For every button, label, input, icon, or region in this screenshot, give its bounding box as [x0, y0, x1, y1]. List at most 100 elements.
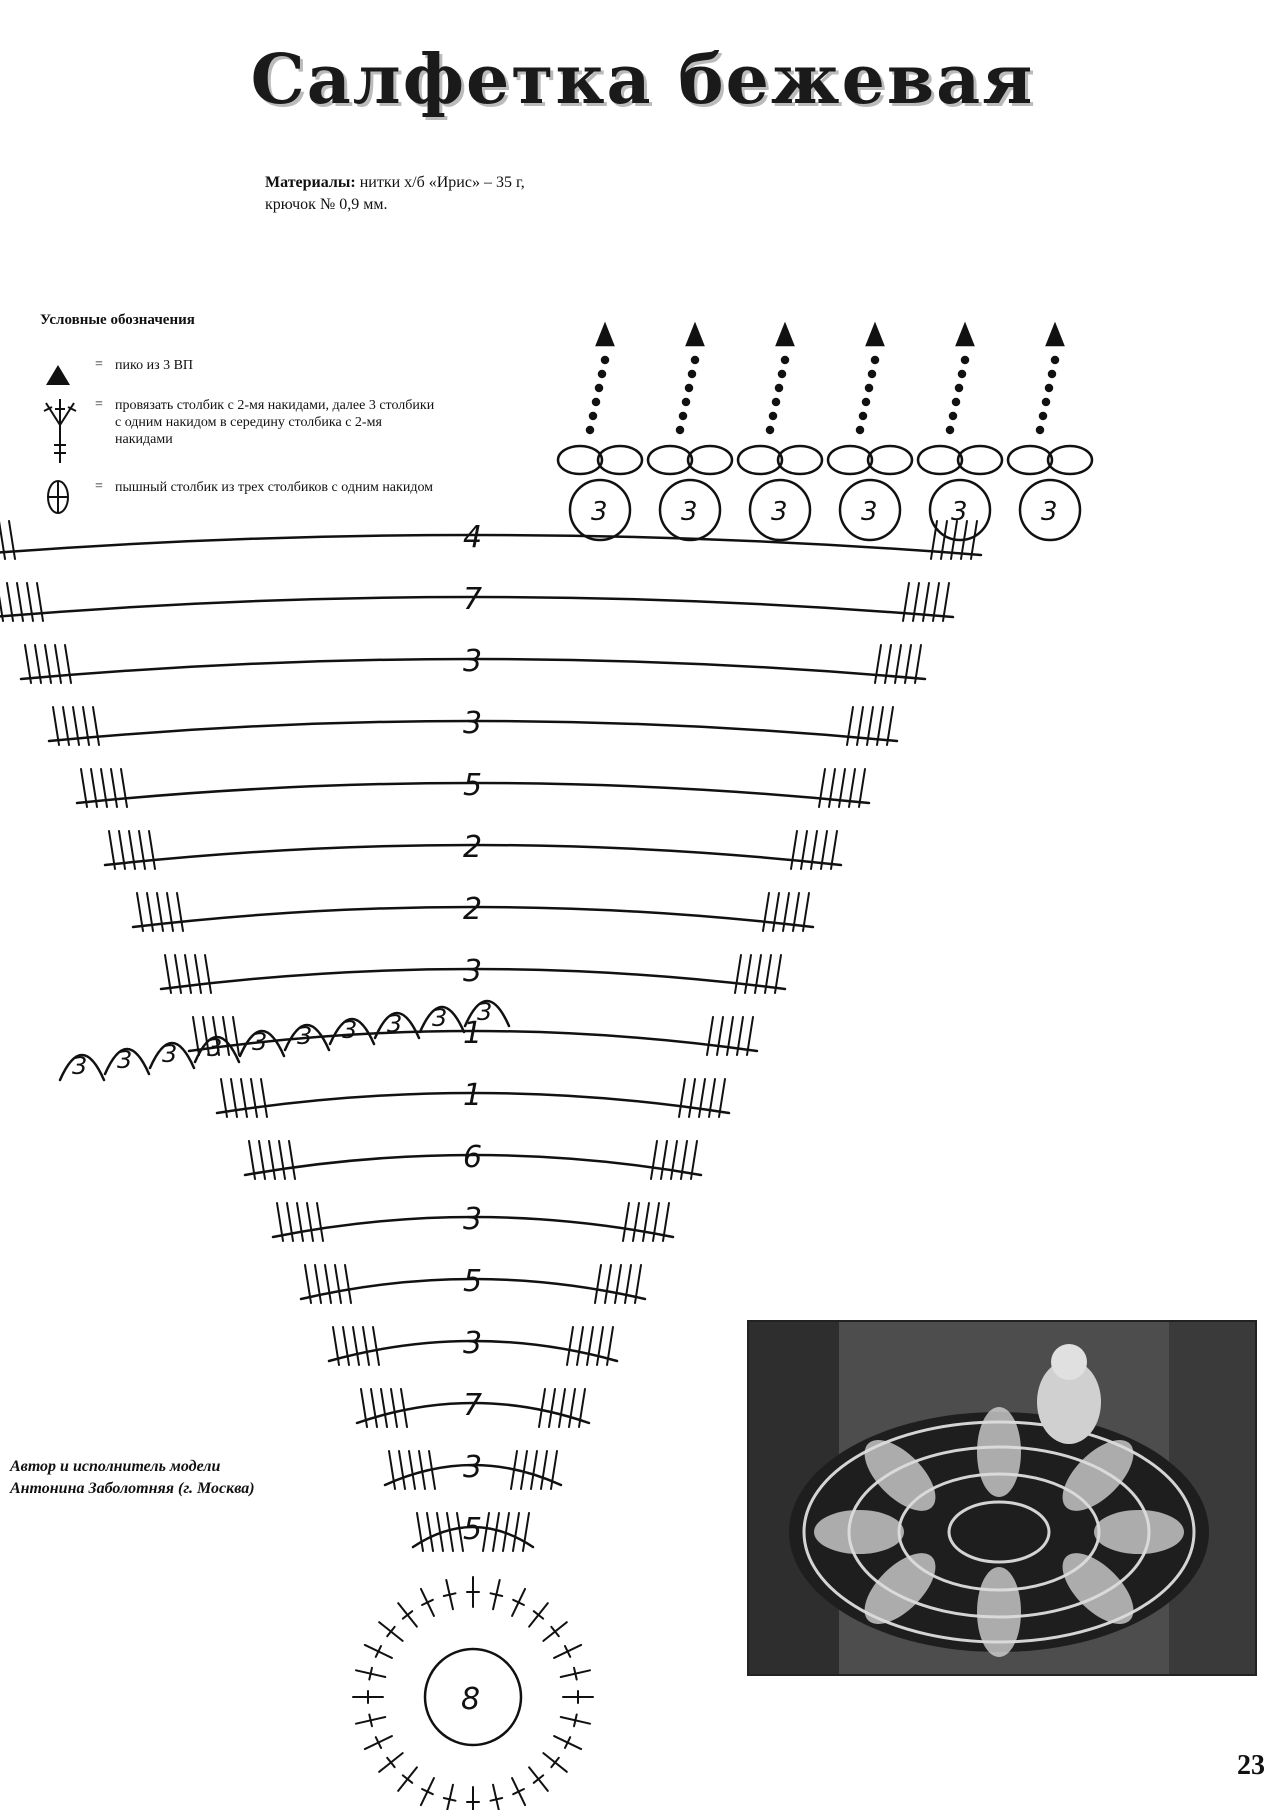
page-number: 23: [1237, 1750, 1265, 1781]
side-stitch: [510, 1450, 518, 1490]
chain-dot: [774, 383, 784, 393]
chain-dot: [594, 383, 604, 393]
chain-dot: [687, 369, 697, 379]
side-stitch: [8, 520, 16, 560]
materials-block: Материалы: нитки х/б «Ирис» – 35 г, крюч…: [265, 172, 685, 216]
side-stitch: [342, 1326, 350, 1366]
side-stitch: [698, 1078, 706, 1118]
edge-label: 3: [72, 1052, 87, 1080]
chain-dot: [690, 355, 700, 365]
side-stitch: [604, 1264, 612, 1304]
chain-dot: [951, 397, 961, 407]
edge-arch: [193, 1035, 241, 1064]
side-stitch: [166, 892, 174, 932]
side-stitch: [902, 582, 910, 622]
chain-dot: [777, 369, 787, 379]
fan-row-arc: [0, 595, 955, 619]
side-stitch: [904, 644, 912, 684]
chain-dot: [591, 397, 601, 407]
side-stitch: [136, 892, 144, 932]
side-stitch: [894, 644, 902, 684]
side-stitch: [314, 1264, 322, 1304]
leaf: [1046, 444, 1094, 476]
triangle-pico-icon: [46, 365, 70, 385]
side-stitch: [62, 706, 70, 746]
side-stitch: [110, 768, 118, 808]
ring-stitch-cross: [442, 1797, 457, 1802]
leaf: [826, 444, 874, 476]
side-stitch: [718, 1078, 726, 1118]
pico-triangle: [1045, 321, 1065, 347]
fan-row-arc: [271, 1215, 675, 1239]
side-stitch: [830, 830, 838, 870]
ring-stitch-cross: [401, 1610, 414, 1620]
doily-petal: [864, 1553, 936, 1624]
ring-stitch-cross: [573, 1713, 578, 1728]
side-stitch: [774, 954, 782, 994]
side-stitch: [362, 1326, 370, 1366]
side-stitch: [606, 1326, 614, 1366]
chain-dot: [678, 411, 688, 421]
legend-text-cluster: провязать столбик с 2-мя накидами, далее…: [115, 398, 435, 447]
side-stitch: [304, 1264, 312, 1304]
side-stitch: [6, 582, 14, 622]
row-label: 3: [463, 706, 482, 741]
side-stitch: [922, 582, 930, 622]
side-stitch: [642, 1202, 650, 1242]
puff-circle: [838, 478, 902, 542]
chain-dot: [1038, 411, 1048, 421]
fan-row-arc: [411, 1525, 535, 1549]
side-stitch: [232, 1016, 240, 1056]
chain-dot: [780, 355, 790, 365]
side-stitch: [164, 954, 172, 994]
edge-label: 3: [297, 1022, 312, 1050]
doily-petal: [1062, 1440, 1134, 1511]
side-stitch: [436, 1512, 444, 1552]
puff-circle: [1018, 478, 1082, 542]
leaf: [776, 444, 824, 476]
row-label: 3: [463, 1450, 482, 1485]
side-stitch: [746, 1016, 754, 1056]
side-stitch: [512, 1512, 520, 1552]
edge-label: 3: [432, 1004, 447, 1032]
row-label: 3: [463, 1202, 482, 1237]
fan-row-arc: [131, 905, 815, 929]
side-stitch: [192, 1016, 200, 1056]
side-stitch: [838, 768, 846, 808]
edge-label: 3: [342, 1016, 357, 1044]
chain-dot: [960, 355, 970, 365]
side-stitch: [92, 706, 100, 746]
edge-arch: [328, 1017, 376, 1046]
leaf: [1006, 444, 1054, 476]
legend-item-cluster: = провязать столбик с 2-мя накидами, дал…: [40, 395, 434, 477]
side-stitch: [828, 768, 836, 808]
side-stitch: [538, 1388, 546, 1428]
side-stitch: [520, 1450, 528, 1490]
pico-triangle: [955, 321, 975, 347]
ring-stitch-cross: [563, 1645, 572, 1658]
pico-triangle: [865, 321, 885, 347]
side-stitch: [194, 954, 202, 994]
side-stitch: [52, 706, 60, 746]
ring-stitch-cross: [442, 1592, 457, 1597]
side-stitch: [44, 644, 52, 684]
chain-dot: [858, 411, 868, 421]
leaf: [736, 444, 784, 476]
chain-dot: [861, 397, 871, 407]
chain-dot: [1044, 383, 1054, 393]
doily-photo-image: [749, 1322, 1255, 1674]
side-stitch: [540, 1450, 548, 1490]
side-stitch: [276, 1202, 284, 1242]
puff-circle: [568, 478, 632, 542]
ring-stitch-cross: [550, 1756, 560, 1769]
side-stitch: [940, 520, 948, 560]
chain-dot: [957, 369, 967, 379]
edge-label: 3: [252, 1028, 267, 1056]
side-stitch: [652, 1202, 660, 1242]
side-stitch: [156, 892, 164, 932]
chain-dot: [588, 411, 598, 421]
ring-stitch-cross: [386, 1625, 396, 1638]
puff-label: 3: [591, 497, 608, 527]
chain-dot: [1047, 369, 1057, 379]
